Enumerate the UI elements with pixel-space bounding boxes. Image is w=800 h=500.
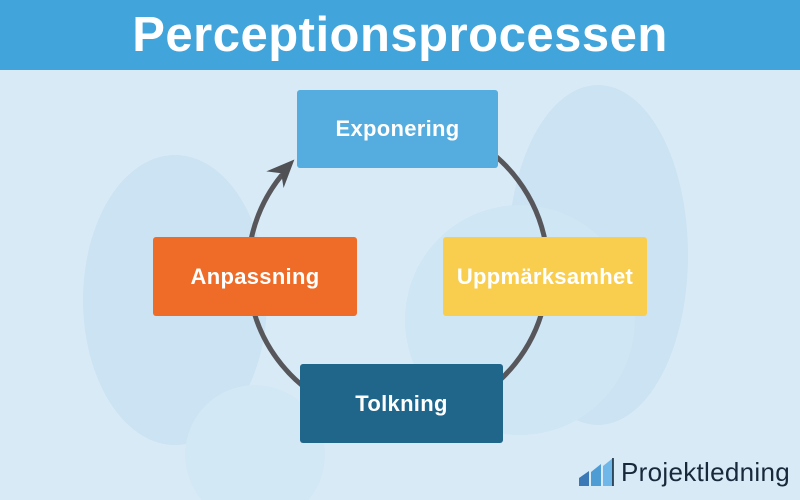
step-box-uppmarksamhet: Uppmärksamhet xyxy=(443,237,647,316)
step-label-exponering: Exponering xyxy=(335,116,460,141)
bar-chart-icon xyxy=(579,458,614,486)
step-label-tolkning: Tolkning xyxy=(355,390,448,416)
step-box-exponering: Exponering xyxy=(297,90,498,168)
arrowhead-icon xyxy=(266,159,295,189)
header-bar: Perceptionsprocessen xyxy=(0,0,800,70)
blob-bottom-left xyxy=(185,385,325,500)
step-box-tolkning: Tolkning xyxy=(300,364,503,443)
step-label-uppmarksamhet: Uppmärksamhet xyxy=(456,263,634,289)
page-title: Perceptionsprocessen xyxy=(132,7,668,62)
step-box-anpassning: Anpassning xyxy=(153,237,357,316)
brand-logo-text: Projektledning xyxy=(621,456,790,487)
step-label-anpassning: Anpassning xyxy=(190,263,320,289)
brand-logo: Projektledning xyxy=(576,456,790,488)
